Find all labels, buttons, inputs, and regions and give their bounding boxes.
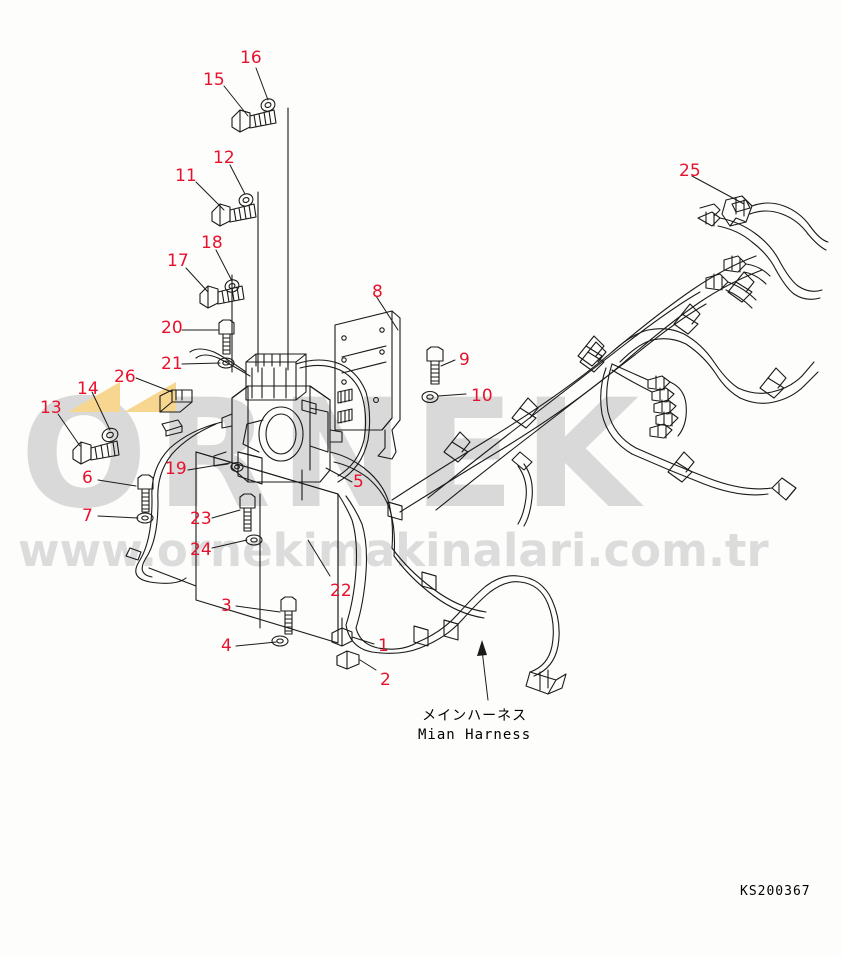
callout-4[interactable]: 4 [221, 636, 232, 656]
page-code: KS200367 [740, 884, 811, 899]
bolt-23 [239, 493, 256, 532]
callout-8[interactable]: 8 [372, 282, 383, 302]
callout-2[interactable]: 2 [380, 670, 391, 690]
bracket-plate-8 [334, 310, 401, 460]
clamp-1 [331, 627, 353, 647]
callout-12[interactable]: 12 [213, 148, 235, 168]
callout-24[interactable]: 24 [190, 540, 212, 560]
connector-block-26 [159, 389, 193, 413]
base-plate [195, 451, 339, 644]
hose-branch-right [611, 328, 819, 404]
callout-19[interactable]: 19 [165, 459, 187, 479]
washer-16 [260, 98, 276, 112]
harness-left [151, 421, 223, 501]
annotation-japanese: メインハーネス [422, 708, 528, 724]
callout-14[interactable]: 14 [77, 379, 99, 399]
callout-6[interactable]: 6 [82, 468, 93, 488]
hose-clamps-lower [387, 501, 459, 647]
callout-10[interactable]: 10 [471, 386, 493, 406]
callout-3[interactable]: 3 [221, 596, 232, 616]
main-harness-annotation: メインハーネス Mian Harness [418, 707, 531, 745]
main-harness-loops [345, 547, 567, 695]
bolt-15 [231, 109, 277, 133]
callout-7[interactable]: 7 [82, 506, 93, 526]
bolt-11 [211, 203, 257, 227]
bolt-13 [72, 440, 120, 465]
washer-10 [421, 390, 439, 404]
main-harness-leader [477, 640, 489, 701]
connector-small [161, 419, 183, 437]
callout-1[interactable]: 1 [378, 636, 389, 656]
washer-12 [238, 193, 254, 207]
harness-main-1 [329, 451, 394, 549]
callout-23[interactable]: 23 [190, 509, 212, 529]
control-valve-assembly [213, 353, 343, 485]
hose-run-upper-right [391, 255, 763, 513]
bolt-6 [137, 474, 154, 513]
callout-17[interactable]: 17 [167, 251, 189, 271]
callout-15[interactable]: 15 [203, 70, 225, 90]
callout-5[interactable]: 5 [353, 472, 364, 492]
callout-9[interactable]: 9 [459, 350, 470, 370]
bolt-20 [218, 319, 235, 355]
callout-11[interactable]: 11 [175, 166, 197, 186]
washer-4 [271, 635, 289, 647]
callout-18[interactable]: 18 [201, 233, 223, 253]
connector-cluster-25 [697, 195, 829, 309]
washer-18 [224, 279, 240, 293]
callout-20[interactable]: 20 [161, 318, 183, 338]
callout-25[interactable]: 25 [679, 161, 701, 181]
washer-19 [230, 461, 244, 473]
callout-16[interactable]: 16 [240, 48, 262, 68]
callout-21[interactable]: 21 [161, 354, 183, 374]
washer-7 [136, 512, 154, 524]
bolt-9 [426, 346, 444, 385]
callout-22[interactable]: 22 [330, 581, 352, 601]
callout-26[interactable]: 26 [114, 367, 136, 387]
washer-14 [101, 427, 119, 443]
callout-13[interactable]: 13 [40, 398, 62, 418]
annotation-english: Mian Harness [418, 727, 532, 743]
connector-array-right [611, 363, 687, 439]
clamp-2 [336, 650, 360, 670]
bolt-3 [280, 596, 297, 635]
